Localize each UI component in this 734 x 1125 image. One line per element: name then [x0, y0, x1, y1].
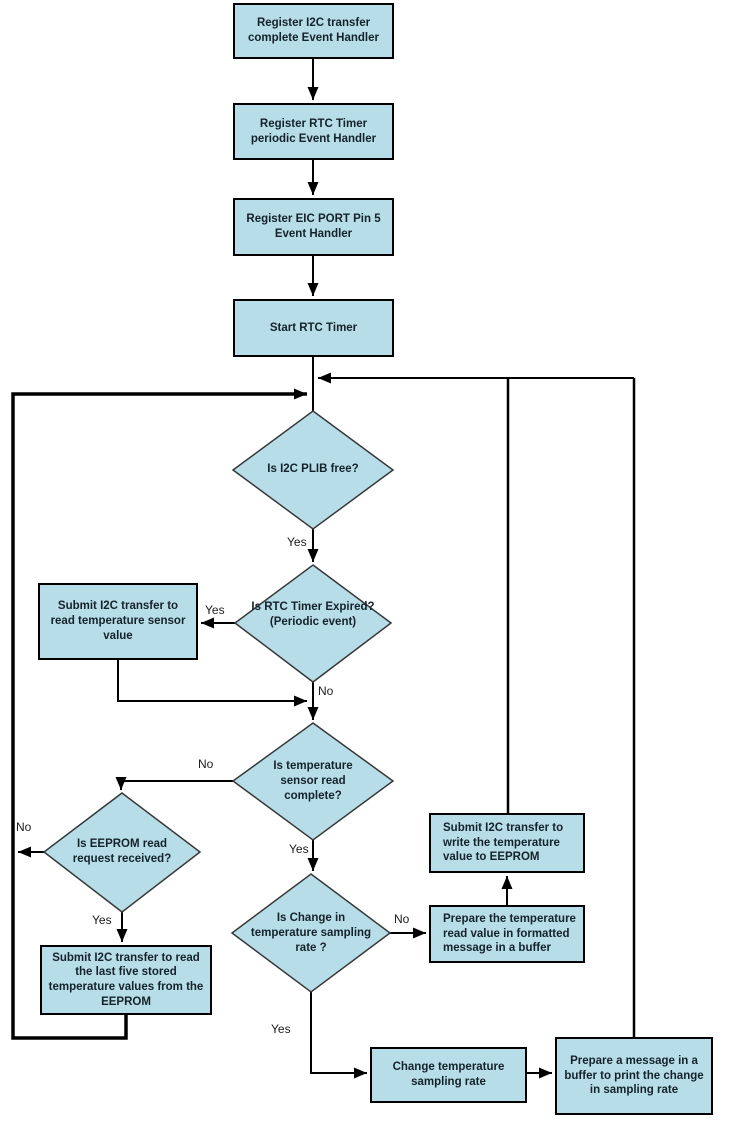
edge-submit-read-temp-rejoin	[117, 660, 307, 707]
decision-change-sampling-rate-shape	[230, 873, 392, 993]
decision-i2c-free-label: Is I2C PLIB free?	[267, 463, 359, 475]
process-submit-read-last5: Submit I2C transfer to read the last fiv…	[40, 945, 212, 1015]
edge-label-rate-no: No	[394, 912, 410, 926]
edge-label-eeprom-no: No	[16, 820, 32, 834]
decision-rtc-expired-shape	[233, 564, 393, 683]
process-start-rtc: Start RTC Timer	[233, 299, 394, 357]
process-prepare-rate-msg: Prepare a message in a buffer to print t…	[555, 1037, 713, 1115]
edge-rate-yes	[310, 992, 367, 1079]
process-register-eic: Register EIC PORT Pin 5 Event Handler	[233, 198, 394, 256]
edge-label-temp-read-no: No	[198, 757, 214, 771]
edge-label-rate-yes: Yes	[271, 1022, 291, 1036]
decision-eeprom-read-request-label: Is EEPROM read request received?	[72, 838, 172, 865]
decision-temp-read-complete-label: Is temperature sensor read complete?	[273, 760, 353, 802]
process-prepare-temp-msg: Prepare the temperature read value in fo…	[429, 905, 585, 963]
edge-label-rtc-expired-no: No	[318, 684, 334, 698]
edge-label-eeprom-yes: Yes	[92, 913, 112, 927]
process-submit-write-eeprom: Submit I2C transfer to write the tempera…	[429, 813, 585, 873]
edge-label-temp-read-yes: Yes	[289, 842, 309, 856]
process-change-rate: Change temperature sampling rate	[370, 1047, 527, 1103]
decision-temp-read-complete-shape	[231, 722, 395, 841]
edge-temp-read-no	[115, 777, 235, 790]
process-register-i2c: Register I2C transfer complete Event Han…	[233, 3, 394, 59]
decision-rtc-expired-label: Is RTC Timer Expired? (Periodic event)	[251, 601, 375, 628]
decision-eeprom-read-request-shape	[42, 792, 202, 913]
decision-change-sampling-rate-label: Is Change in temperature sampling rate ?	[250, 912, 372, 954]
process-submit-read-temp: Submit I2C transfer to read temperature …	[38, 583, 198, 660]
decision-i2c-free-shape	[231, 410, 395, 530]
process-register-rtc: Register RTC Timer periodic Event Handle…	[233, 103, 394, 160]
edge-label-rtc-expired-yes: Yes	[205, 603, 225, 617]
edge-label-i2c-free-yes: Yes	[287, 535, 307, 549]
edge-left-return-loop	[11, 388, 307, 1040]
